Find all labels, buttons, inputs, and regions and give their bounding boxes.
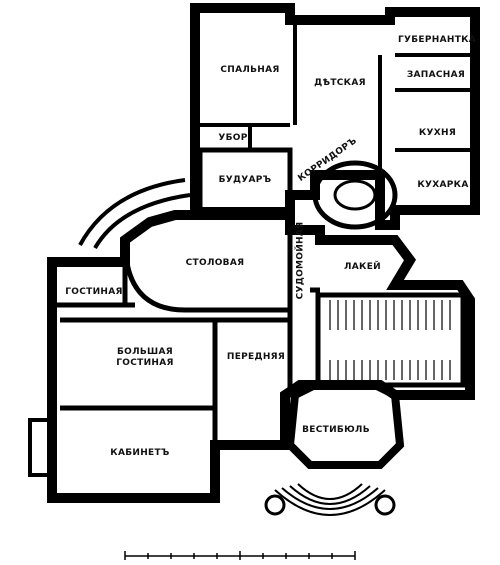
room-buduar: БУДУАРЪ: [218, 175, 272, 185]
room-spalnaya: СПАЛЬНАЯ: [220, 65, 280, 75]
room-vestibyul: ВЕСТИБЮЛЬ: [302, 425, 370, 435]
room-lakey: ЛАКЕЙ: [344, 262, 381, 272]
buduar-room: [197, 147, 293, 215]
room-ubor: УБОР: [218, 133, 248, 143]
room-bolshaya-gostinaya: БОЛЬШАЯ ГОСТИНАЯ: [116, 347, 174, 368]
room-stolovaya: СТОЛОВАЯ: [185, 258, 245, 268]
room-detskaya: ДѢТСКАЯ: [314, 78, 366, 88]
left-bay: [28, 418, 57, 477]
column-right: [374, 494, 396, 516]
stair-treads-upper: [329, 300, 451, 330]
curved-corridor: [78, 178, 191, 250]
spiral-stair-outer: [312, 160, 398, 230]
room-kukhnya: КУХНЯ: [418, 128, 457, 138]
room-gubernantka: ГУБЕРНАНТКА: [398, 35, 477, 45]
stair-treads-lower: [329, 360, 451, 380]
room-sudomoynaya: СУДОМОЙНАЯ: [295, 221, 306, 300]
spiral-stair-inner: [333, 179, 377, 211]
room-kukharka: КУХАРКА: [417, 180, 469, 190]
room-kabinet: КАБИНЕТЪ: [110, 448, 170, 458]
scale-bar: [124, 551, 356, 560]
room-gostinaya: ГОСТИНАЯ: [65, 287, 123, 297]
room-perednyaya: ПЕРЕДНЯЯ: [226, 352, 286, 362]
column-left: [264, 494, 286, 516]
stair-hall: [315, 292, 466, 388]
room-zapasnaya: ЗАПАСНАЯ: [406, 70, 466, 80]
entrance-steps: [274, 483, 386, 516]
vestibule-walls: [285, 381, 405, 469]
main-partitions: [52, 230, 320, 445]
main-body-walls: [47, 210, 475, 503]
